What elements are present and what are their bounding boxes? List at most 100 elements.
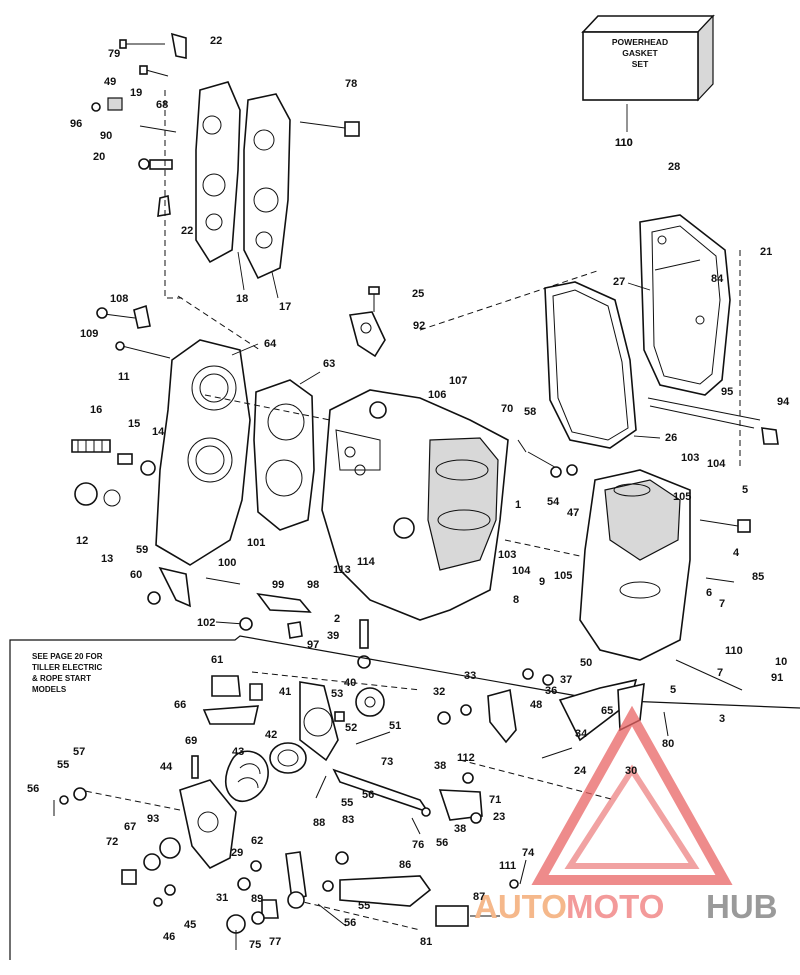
part-callout-72: 72 xyxy=(106,836,118,848)
watermark-text-moto: MOTO xyxy=(566,888,664,925)
part-callout-75: 75 xyxy=(249,939,261,951)
part-callout-61: 61 xyxy=(211,654,223,666)
part-callout-96: 96 xyxy=(70,118,82,130)
part-callout-53: 53 xyxy=(331,688,343,700)
part-callout-99: 99 xyxy=(272,579,284,591)
part-callout-9: 9 xyxy=(539,576,545,588)
part-callout-56: 56 xyxy=(362,789,374,801)
part-callout-76: 76 xyxy=(412,839,424,851)
part-callout-113: 113 xyxy=(333,564,351,576)
part-callout-70: 70 xyxy=(501,403,513,415)
box-label-line1: POWERHEAD xyxy=(612,37,668,47)
part-callout-40: 40 xyxy=(344,677,356,689)
part-callout-56: 56 xyxy=(27,783,39,795)
part-callout-16: 16 xyxy=(90,404,102,416)
part-callout-30: 30 xyxy=(625,765,637,777)
part-callout-44: 44 xyxy=(160,761,173,773)
part-callout-22: 22 xyxy=(181,225,193,237)
part-callout-58: 58 xyxy=(524,406,536,418)
part-callout-52: 52 xyxy=(345,722,357,734)
kit-number-label: 110 xyxy=(615,137,633,149)
part-callout-43: 43 xyxy=(232,746,244,758)
part-callout-8: 8 xyxy=(513,594,519,606)
part-callout-51: 51 xyxy=(389,720,401,732)
part-callout-56: 56 xyxy=(436,837,448,849)
part-callout-38: 38 xyxy=(454,823,466,835)
watermark-text-hub: HUB xyxy=(706,888,778,925)
part-callout-103: 103 xyxy=(498,549,516,561)
part-callout-97: 97 xyxy=(307,639,319,651)
part-callout-94: 94 xyxy=(777,396,790,408)
part-callout-69: 69 xyxy=(185,735,197,747)
part-callout-88: 88 xyxy=(313,817,325,829)
part-callout-39: 39 xyxy=(327,630,339,642)
part-callout-24: 24 xyxy=(574,765,587,777)
part-callout-84: 84 xyxy=(711,273,724,285)
part-callout-112: 112 xyxy=(457,752,475,764)
part-callout-27: 27 xyxy=(613,276,625,288)
gasket-set-box: POWERHEAD GASKET SET xyxy=(581,14,715,132)
part-callout-103: 103 xyxy=(681,452,699,464)
part-callout-11: 11 xyxy=(118,371,130,383)
part-callout-67: 67 xyxy=(124,821,136,833)
box-label-line2: GASKET xyxy=(622,48,658,58)
crankcase-gasket xyxy=(544,281,661,449)
part-callout-89: 89 xyxy=(251,893,263,905)
part-callout-10: 10 xyxy=(775,656,787,668)
tiller-note: SEE PAGE 20 FOR TILLER ELECTRIC & ROPE S… xyxy=(32,652,103,694)
part-callout-107: 107 xyxy=(449,375,467,387)
part-callout-28: 28 xyxy=(668,161,680,173)
part-callout-65: 65 xyxy=(601,705,613,717)
watermark-triangle-icon xyxy=(531,705,733,885)
part-callout-2: 2 xyxy=(334,613,340,625)
part-callout-95: 95 xyxy=(721,386,733,398)
part-callout-55: 55 xyxy=(341,797,353,809)
part-callout-73: 73 xyxy=(381,756,393,768)
note-line1: SEE PAGE 20 FOR xyxy=(32,652,103,661)
part-callout-25: 25 xyxy=(412,288,424,300)
assembly-guide-lines xyxy=(79,90,741,931)
part-callout-46: 46 xyxy=(163,931,175,943)
part-callout-1: 1 xyxy=(515,499,521,511)
watermark-text-auto: AUTO xyxy=(474,888,567,925)
part-callout-71: 71 xyxy=(489,794,501,806)
part-callout-32: 32 xyxy=(433,686,445,698)
part-callout-21: 21 xyxy=(760,246,772,258)
part-callout-101: 101 xyxy=(247,537,265,549)
part-callout-38: 38 xyxy=(434,760,446,772)
part-callout-81: 81 xyxy=(420,936,432,948)
part-callout-63: 63 xyxy=(323,358,335,370)
part-callout-42: 42 xyxy=(265,729,277,741)
part-callout-31: 31 xyxy=(216,892,228,904)
part-callout-48: 48 xyxy=(530,699,542,711)
part-callout-80: 80 xyxy=(662,738,674,750)
part-callout-4: 4 xyxy=(733,547,740,559)
part-callout-59: 59 xyxy=(136,544,148,556)
part-callout-62: 62 xyxy=(251,835,263,847)
part-callout-7: 7 xyxy=(719,598,725,610)
part-callout-56: 56 xyxy=(344,917,356,929)
part-callout-36: 36 xyxy=(545,685,557,697)
part-callout-114: 114 xyxy=(357,556,376,568)
part-callout-14: 14 xyxy=(152,426,165,438)
part-callout-3: 3 xyxy=(719,713,725,725)
part-callout-26: 26 xyxy=(665,432,677,444)
part-callout-6: 6 xyxy=(706,587,712,599)
part-callout-86: 86 xyxy=(399,859,411,871)
part-callout-55: 55 xyxy=(57,759,69,771)
part-callout-83: 83 xyxy=(342,814,354,826)
part-callout-33: 33 xyxy=(464,670,476,682)
watermark: AUTO MOTO HUB xyxy=(474,705,778,925)
part-callout-108: 108 xyxy=(110,293,128,305)
part-callout-17: 17 xyxy=(279,301,291,313)
part-callout-5: 5 xyxy=(742,484,748,496)
part-callout-90: 90 xyxy=(100,130,112,142)
box-label-line3: SET xyxy=(632,59,649,69)
part-callout-78: 78 xyxy=(345,78,357,90)
part-callout-12: 12 xyxy=(76,535,88,547)
cylinder-head xyxy=(155,339,259,566)
part-callout-110: 110 xyxy=(615,137,633,149)
part-callout-15: 15 xyxy=(128,418,140,430)
